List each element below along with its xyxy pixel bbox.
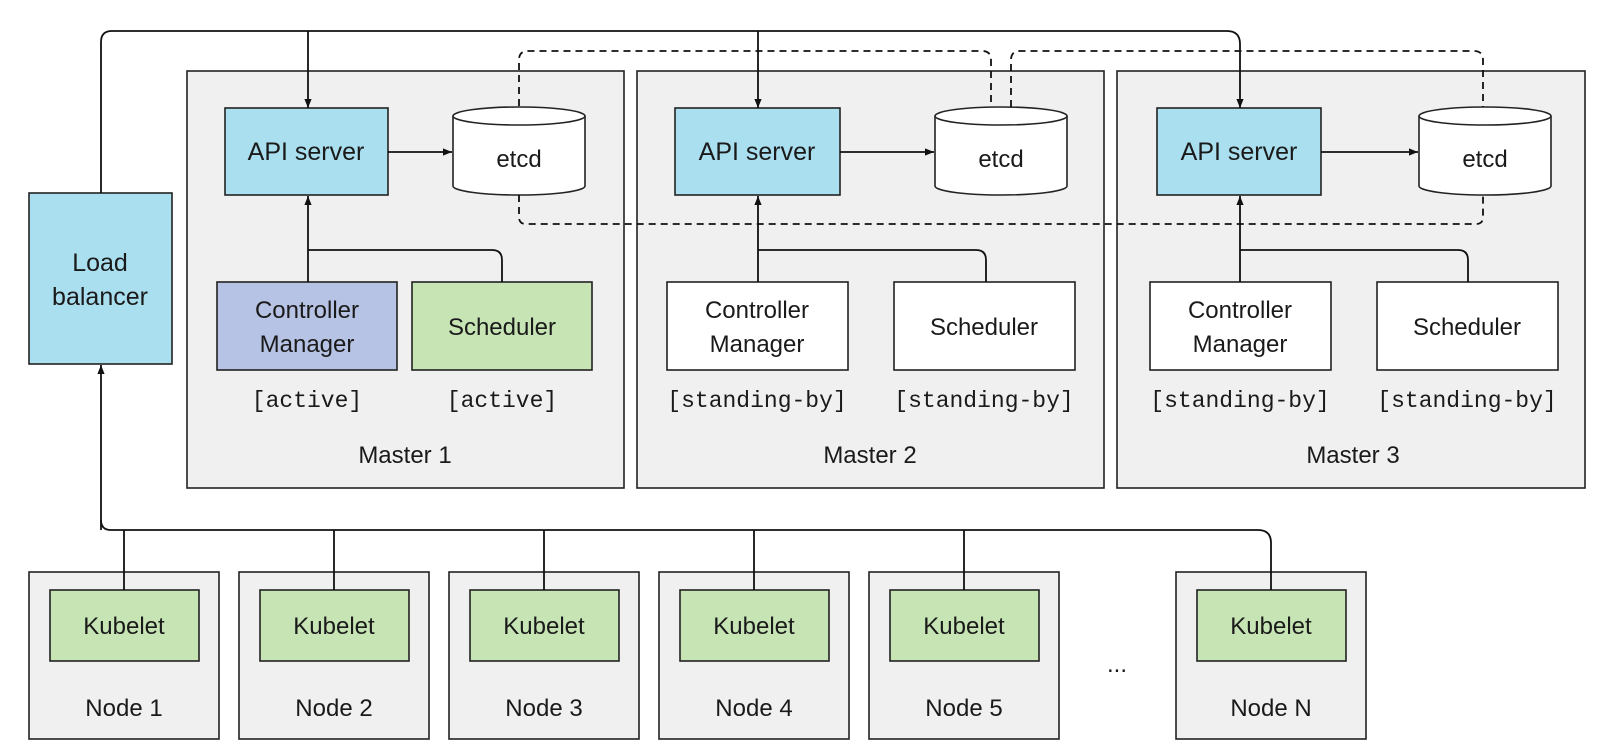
master-3-api-server-label: API server: [1181, 138, 1298, 166]
master-2-api-server: [674, 107, 841, 196]
master-3-api-server: [1156, 107, 1322, 196]
node-3-label: Node 3: [505, 695, 582, 722]
node-4: Kubelet Node 4: [658, 571, 850, 740]
master-1-controller-manager-line2: Manager: [260, 331, 355, 358]
node-n-kubelet: [1196, 589, 1347, 662]
master-1-scheduler: [411, 281, 593, 371]
master-3-controller-manager-state: [standing-by]: [1150, 388, 1329, 414]
etcd-2-3-sync-link: [1010, 50, 1484, 107]
master-1-scheduler-label: Scheduler: [448, 314, 556, 341]
node-3-kubelet-label: Kubelet: [503, 613, 585, 640]
node-4-kubelet-label: Kubelet: [713, 613, 795, 640]
ellipsis: ...: [1107, 651, 1127, 678]
node-1: Kubelet Node 1: [28, 571, 220, 740]
master-3-etcd-label: etcd: [1462, 146, 1507, 173]
node-5: Kubelet Node 5: [868, 571, 1060, 740]
master-3-scheduler-state: [standing-by]: [1377, 388, 1556, 414]
node-1-kubelet-label: Kubelet: [83, 613, 165, 640]
nodes-bus: [100, 519, 1272, 572]
master-1-etcd: [452, 106, 586, 196]
node-2-label: Node 2: [295, 695, 372, 722]
node-n-label: Node N: [1230, 695, 1311, 722]
master-2-controller-manager-state: [standing-by]: [667, 388, 846, 414]
load-balancer-label-line1: Load: [72, 249, 128, 277]
master-2-scheduler-label: Scheduler: [930, 314, 1038, 341]
master-3-scheduler-label: Scheduler: [1413, 314, 1521, 341]
master-3-scheduler-link: [1240, 249, 1469, 282]
master-2-scheduler-state: [standing-by]: [894, 388, 1073, 414]
node-3: Kubelet Node 3: [448, 571, 640, 740]
master-2-scheduler-link: [758, 249, 987, 282]
master-2-controller-manager-line2: Manager: [710, 331, 805, 358]
master-1-label: Master 1: [358, 442, 451, 469]
node-2-kubelet: [259, 589, 410, 662]
master-3-label: Master 3: [1306, 442, 1399, 469]
master-3-etcd: [1418, 106, 1552, 196]
node-3-kubelet: [469, 589, 620, 662]
etcd-1-2-sync-link: [518, 50, 992, 107]
load-balancer-label-line2: balancer: [52, 283, 148, 311]
node-n-kubelet-label: Kubelet: [1230, 613, 1312, 640]
master-1-controller-manager: [216, 281, 398, 371]
node-5-label: Node 5: [925, 695, 1002, 722]
master-1-api-server: [224, 107, 389, 196]
master-1-etcd-label: etcd: [496, 146, 541, 173]
load-balancer-box: [28, 192, 173, 365]
master-1-controller-manager-line1: Controller: [255, 297, 359, 324]
master-2-api-server-label: API server: [699, 138, 816, 166]
etcd-1-3-sync-link: [518, 195, 1484, 225]
master-3-controller-manager-line1: Controller: [1188, 297, 1292, 324]
node-n: Kubelet Node N: [1175, 571, 1367, 740]
node-4-label: Node 4: [715, 695, 792, 722]
master-2-etcd: [934, 106, 1068, 196]
master-3-scheduler: [1376, 281, 1559, 371]
node-5-kubelet: [889, 589, 1040, 662]
master-2-controller-manager: [666, 281, 849, 371]
master-1-api-server-label: API server: [248, 138, 365, 166]
lb-to-api-bus: [100, 30, 1241, 193]
node-5-kubelet-label: Kubelet: [923, 613, 1005, 640]
node-1-kubelet: [49, 589, 200, 662]
master-1-scheduler-state: [active]: [447, 388, 557, 414]
node-1-label: Node 1: [85, 695, 162, 722]
master-2-controller-manager-line1: Controller: [705, 297, 809, 324]
master-2-label: Master 2: [823, 442, 916, 469]
master-2-scheduler: [893, 281, 1076, 371]
master-1-controller-manager-state: [active]: [252, 388, 362, 414]
master-1-scheduler-link: [308, 249, 503, 282]
master-2-etcd-label: etcd: [978, 146, 1023, 173]
node-2: Kubelet Node 2: [238, 571, 430, 740]
node-2-kubelet-label: Kubelet: [293, 613, 375, 640]
master-3-controller-manager-line2: Manager: [1193, 331, 1288, 358]
